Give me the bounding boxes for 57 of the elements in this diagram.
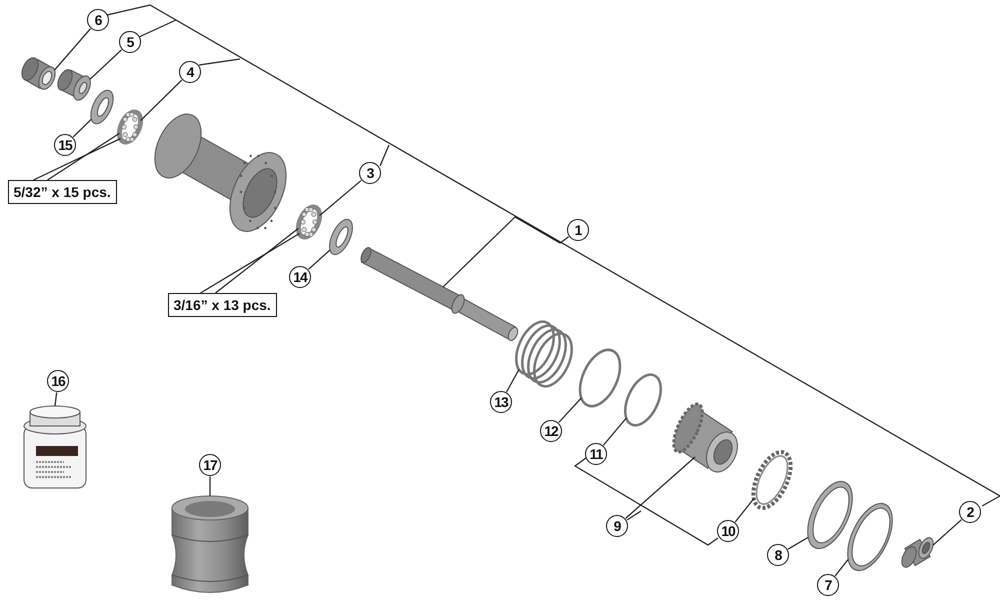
note-box: 3/16” x 13 pcs. [168, 293, 277, 317]
callout-number: 1 [567, 219, 589, 241]
leader-line [140, 80, 182, 122]
callout-number: 11 [585, 443, 607, 465]
washer-drawing [807, 481, 853, 549]
note-box: 5/32” x 15 pcs. [8, 180, 117, 204]
end-cap-drawing [901, 537, 934, 568]
washer-drawing [847, 503, 893, 571]
leader-line [602, 418, 627, 446]
leader-line [308, 250, 330, 270]
leader-line [319, 180, 362, 216]
leader-line [54, 28, 91, 70]
leader-line [734, 498, 754, 522]
callout-number: 9 [606, 515, 628, 537]
callout-number: 4 [179, 61, 201, 83]
callout-number: 13 [490, 391, 512, 413]
callout-number: 3 [359, 162, 381, 184]
ball-bearing-drawing [296, 204, 322, 240]
leader-line [834, 559, 849, 576]
axle-drawing [360, 247, 518, 342]
leader-line [932, 519, 962, 546]
callout-number: 2 [959, 501, 981, 523]
leader-line [200, 233, 300, 294]
leader-line [442, 216, 570, 288]
leader-line [215, 228, 299, 294]
ring [624, 373, 662, 427]
callout-number: 16 [47, 370, 69, 392]
callout-number: 17 [199, 454, 221, 476]
callout-number: 6 [87, 9, 109, 31]
leader-line [625, 456, 696, 519]
leader-line [558, 398, 582, 423]
leader-line [47, 132, 120, 180]
callout-number: 14 [289, 266, 311, 288]
callout-number: 5 [119, 31, 141, 53]
leader-line [90, 49, 122, 80]
ring [578, 348, 622, 408]
washer-drawing [329, 218, 353, 256]
freehub-body-drawing [672, 402, 738, 472]
leader-line [506, 369, 520, 392]
toothed-ring-drawing [751, 450, 793, 510]
sleeve-tool-drawing [172, 496, 248, 593]
ball-bearing-drawing [116, 110, 144, 144]
cone-nut-drawing [57, 69, 91, 101]
callout-number: 7 [817, 574, 839, 596]
leader-line [72, 118, 92, 138]
coil-spring [515, 320, 573, 388]
leader-line [33, 138, 121, 181]
leader-line [209, 476, 211, 496]
callout-number: 10 [717, 520, 739, 542]
washer-drawing [90, 90, 114, 124]
leader-line [54, 392, 58, 406]
grease-jar-drawing [24, 406, 86, 488]
leader-line [788, 536, 808, 550]
callout-number: 12 [540, 420, 562, 442]
callout-number: 8 [767, 544, 789, 566]
callout-number: 15 [54, 134, 76, 156]
lock-nut-drawing [21, 57, 56, 90]
